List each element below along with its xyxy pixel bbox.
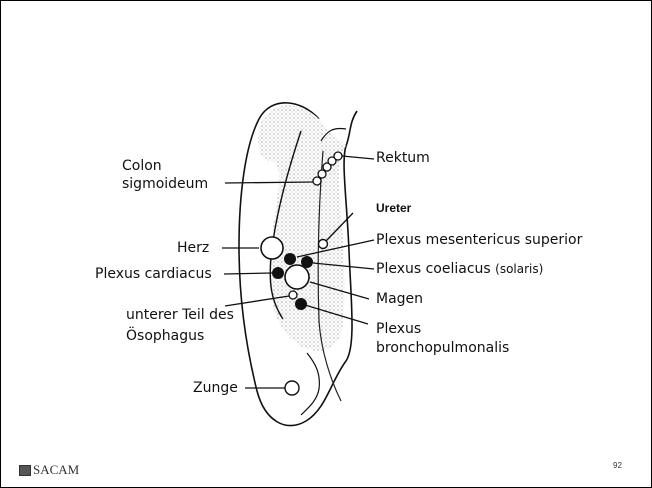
label-plexus-coeliacus: Plexus coeliacus (solaris) bbox=[376, 261, 543, 278]
leader-cardiacus bbox=[224, 273, 272, 274]
sacam-logo: SACAM bbox=[19, 462, 79, 478]
label-herz: Herz bbox=[177, 240, 209, 257]
label-zunge: Zunge bbox=[193, 380, 238, 397]
label-broncho-line1: Plexus bbox=[376, 321, 421, 338]
ureter-point bbox=[319, 240, 328, 249]
label-colon-line1: Colon bbox=[122, 158, 162, 175]
label-magen: Magen bbox=[376, 291, 423, 308]
label-ureter: Ureter bbox=[376, 200, 411, 217]
label-plexus-mesentericus: Plexus mesentericus superior bbox=[376, 232, 582, 249]
logo-square-icon bbox=[19, 465, 31, 476]
label-rektum: Rektum bbox=[376, 150, 430, 167]
label-plexus-coeliacus-main: Plexus coeliacus bbox=[376, 261, 491, 277]
broncho-point bbox=[295, 298, 307, 310]
label-plexus-coeliacus-paren: (solaris) bbox=[495, 262, 543, 276]
label-oesophagus-line1: unterer Teil des bbox=[126, 307, 234, 324]
herz-point bbox=[261, 237, 283, 259]
label-plexus-cardiacus: Plexus cardiacus bbox=[95, 266, 212, 283]
magen-point bbox=[285, 265, 309, 289]
label-oesophagus-line2: Ösophagus bbox=[126, 328, 204, 345]
label-colon-line2: sigmoideum bbox=[122, 176, 208, 193]
leader-rektum bbox=[342, 156, 374, 159]
mesentericus-point bbox=[284, 253, 296, 265]
page-number: 92 bbox=[613, 461, 622, 470]
zunge-point bbox=[285, 381, 299, 395]
oesophagus-point bbox=[289, 291, 297, 299]
logo-text: SACAM bbox=[33, 462, 79, 478]
cardiacus-point bbox=[272, 267, 284, 279]
label-broncho-line2: bronchopulmonalis bbox=[376, 340, 509, 357]
lobe-fold bbox=[301, 353, 319, 415]
